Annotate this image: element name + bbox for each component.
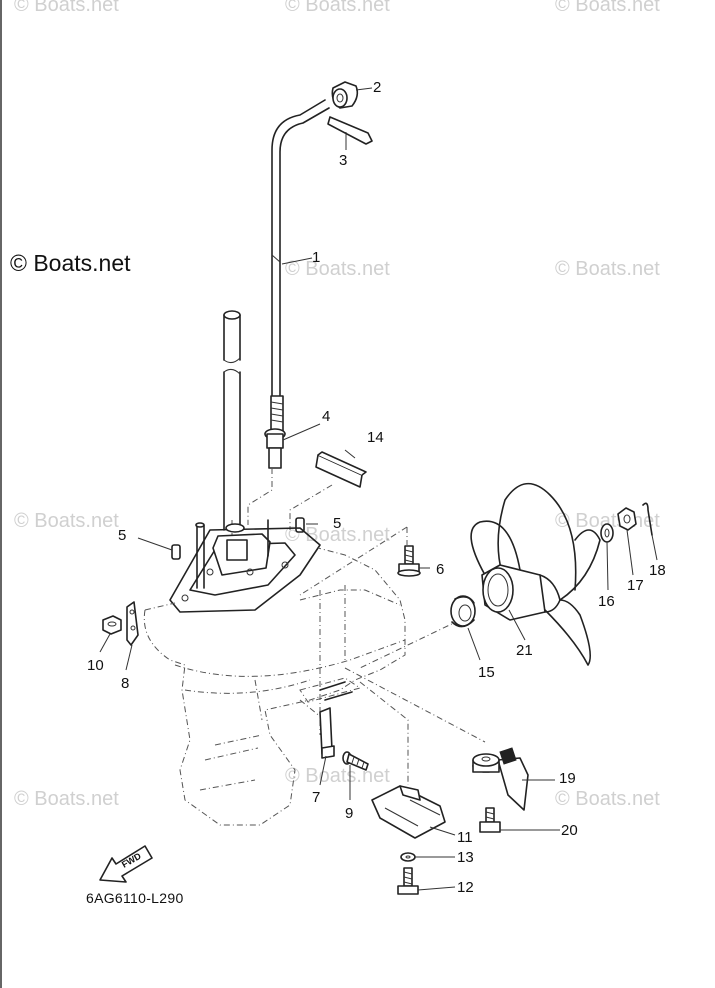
callout-21: 21 — [516, 642, 533, 659]
callout-7: 7 — [312, 789, 321, 806]
callout-3: 3 — [339, 152, 348, 169]
callout-8: 8 — [121, 675, 130, 692]
fwd-arrow: FWD — [99, 845, 153, 883]
copyright-notice: © Boats.net — [10, 250, 131, 276]
callout-9: 9 — [345, 805, 354, 822]
callout-13: 13 — [457, 849, 474, 866]
callout-14: 14 — [367, 429, 384, 446]
callout-19: 19 — [559, 770, 576, 787]
cotter-pin-part-18 — [642, 502, 653, 536]
bracket-part-14 — [315, 451, 367, 488]
shift-rod-part-1 — [271, 99, 330, 396]
watermark: © Boats.net — [285, 0, 390, 16]
trim-tab-part-19 — [472, 747, 529, 811]
bolt-part-20 — [479, 807, 501, 833]
callout-20: 20 — [561, 822, 578, 839]
grommet-part-2 — [331, 81, 359, 109]
pin-part-5 — [171, 517, 305, 560]
nut-part-10 — [102, 615, 122, 635]
callout-6: 6 — [436, 561, 445, 578]
connector-part-4 — [264, 395, 286, 469]
callout-18: 18 — [649, 562, 666, 579]
callout-5b: 5 — [333, 515, 342, 532]
watermark: © Boats.net — [14, 788, 119, 810]
callout-16: 16 — [598, 593, 615, 610]
plate-part-8 — [126, 601, 139, 646]
callout-11: 11 — [457, 829, 473, 846]
callout-1: 1 — [312, 249, 321, 266]
bolt-part-6 — [397, 545, 421, 577]
callout-5a: 5 — [118, 527, 127, 544]
anode-part-7 — [319, 707, 335, 759]
propeller-part-21 — [470, 482, 601, 666]
callout-4: 4 — [322, 408, 331, 425]
washer-part-16 — [600, 523, 614, 543]
bolt-part-12 — [397, 867, 419, 895]
watermark: © Boats.net — [555, 788, 660, 810]
washer-part-15 — [450, 595, 476, 628]
screw-part-9 — [342, 751, 369, 771]
watermark: © Boats.net — [14, 510, 119, 532]
diagram-code: 6AG6110-L290 — [86, 890, 184, 906]
lower-casing — [143, 519, 406, 826]
callout-12: 12 — [457, 879, 474, 896]
washer-part-13 — [400, 852, 416, 862]
callout-2: 2 — [373, 79, 382, 96]
anode-part-11 — [371, 785, 446, 839]
callout-15: 15 — [478, 664, 495, 681]
guide-lines — [231, 468, 486, 785]
drive-shaft — [223, 310, 241, 531]
watermark: © Boats.net — [555, 0, 660, 16]
callout-17: 17 — [627, 577, 644, 594]
watermark: © Boats.net — [285, 524, 390, 546]
watermark: © Boats.net — [285, 765, 390, 787]
nut-part-17 — [617, 507, 637, 531]
watermark: © Boats.net — [555, 258, 660, 280]
callout-10: 10 — [87, 657, 104, 674]
leader-lines — [99, 87, 658, 891]
watermark: © Boats.net — [14, 0, 119, 16]
clip-part-3 — [327, 116, 373, 145]
watermark: © Boats.net — [285, 258, 390, 280]
